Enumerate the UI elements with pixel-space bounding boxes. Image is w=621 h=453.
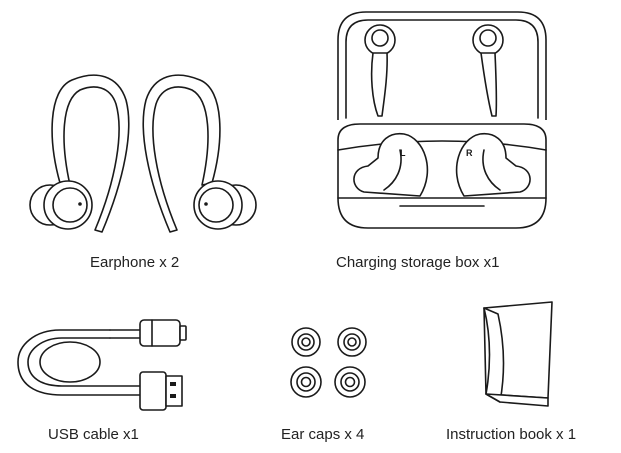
right-mark: R [466, 148, 473, 158]
instruction-book-label: Instruction book x 1 [446, 426, 577, 443]
ear-cap-2 [338, 328, 366, 356]
ear-cap-1 [292, 328, 320, 356]
ear-cap-4 [335, 367, 365, 397]
ear-caps-label: Ear caps x 4 [281, 426, 365, 443]
earphone-label: Earphone x 2 [90, 254, 180, 271]
charging-box-label: Charging storage box x1 [336, 254, 500, 271]
left-mark: L [400, 148, 406, 158]
usb-cable-label: USB cable x1 [48, 426, 139, 443]
ear-cap-3 [291, 367, 321, 397]
